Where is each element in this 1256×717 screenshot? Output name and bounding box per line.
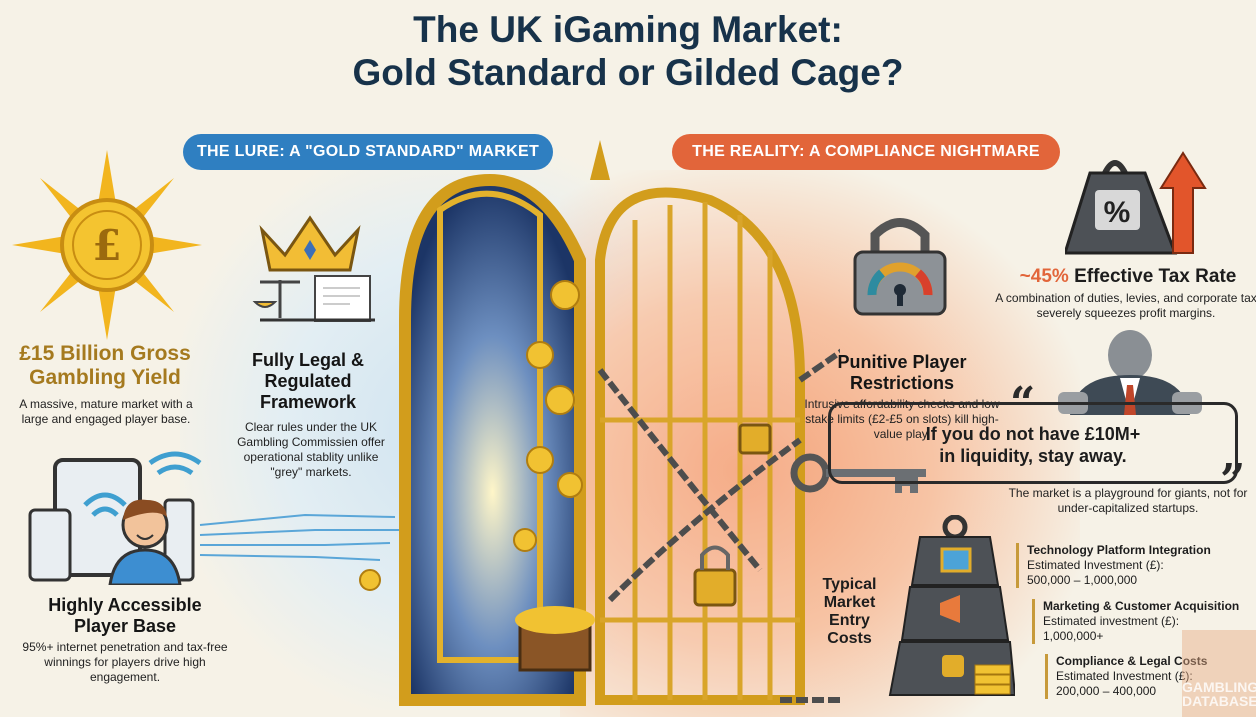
tax-desc: A combination of duties, levies, and cor… [995, 291, 1256, 320]
percent-symbol: % [1104, 196, 1131, 229]
page-title: The UK iGaming Market: Gold Standard or … [0, 8, 1256, 94]
cost-weight-stack-icon [888, 515, 1015, 696]
watermark-line-1: GAMBLING [1182, 679, 1256, 695]
pound-sun-icon: £ [12, 150, 202, 340]
svg-text:£: £ [92, 221, 121, 270]
lure-banner: THE LURE: A "GOLD STANDARD" MARKET [183, 134, 553, 170]
access-title-2: Player Base [73, 616, 177, 636]
legal-title-1: Fully Legal & [251, 350, 365, 370]
quote-line-1: If you do not have £10M+ [925, 424, 1141, 444]
tax-weight-icon: % [1065, 151, 1207, 255]
access-title: Highly Accessible Player Base [20, 595, 230, 637]
legal-title-3: Framework [259, 392, 357, 412]
yield-title-2: Gambling Yield [29, 366, 181, 389]
restrictions-title: Punitive Player Restrictions [822, 352, 982, 394]
reality-banner: THE REALITY: A COMPLIANCE NIGHTMARE [672, 134, 1060, 170]
legal-title-2: Regulated [264, 371, 352, 391]
tax-title-text: Effective Tax Rate [1074, 266, 1237, 287]
close-quote-icon: ” [1220, 455, 1246, 506]
costs-label: Typical Market Entry Costs [822, 576, 877, 647]
legal-desc: Clear rules under the UK Gambling Commis… [237, 420, 385, 479]
padlock-meter-icon [853, 218, 947, 316]
cost-item-technology: Technology Platform Integration Estimate… [1016, 543, 1211, 588]
restrictions-title-1: Punitive Player [837, 352, 967, 372]
watermark-line-2: DATABASES [1182, 693, 1256, 709]
watermark-logo: GAMBLING DATABASES [1182, 630, 1256, 717]
cost-name: Technology Platform Integration [1027, 543, 1211, 557]
restrictions-title-2: Restrictions [849, 373, 955, 393]
tax-percentage: ~45% [1019, 266, 1069, 287]
quote-line-2: in liquidity, stay away. [939, 446, 1127, 466]
access-desc: 95%+ internet penetration and tax-free w… [22, 640, 228, 684]
open-quote-icon: “ [1010, 378, 1036, 429]
yield-desc: A massive, mature market with a large an… [19, 397, 193, 426]
yield-title-1: £15 Billion Gross [19, 342, 191, 365]
legal-title: Fully Legal & Regulated Framework [238, 350, 378, 413]
tax-title: ~45% Effective Tax Rate [1000, 266, 1256, 288]
cost-name: Marketing & Customer Acquisition [1043, 599, 1240, 613]
access-title-1: Highly Accessible [48, 595, 202, 615]
title-line-2: Gold Standard or Gilded Cage? [352, 52, 904, 93]
crown-scale-icon [252, 215, 375, 322]
cost-value: 1,000,000+ [1043, 629, 1104, 643]
cost-estimate-label: Estimated Investment (£): [1027, 558, 1164, 572]
cost-value: 500,000 – 1,000,000 [1027, 573, 1138, 587]
cost-value: 200,000 – 400,000 [1056, 684, 1157, 698]
yield-title: £15 Billion Gross Gambling Yield [0, 342, 210, 390]
quote-caption: The market is a playground for giants, n… [1008, 486, 1248, 515]
devices-player-icon [28, 451, 400, 585]
cost-item-compliance: Compliance & Legal Costs Estimated Inves… [1045, 654, 1207, 699]
title-line-1: The UK iGaming Market: [413, 9, 843, 50]
quote-bubble: If you do not have £10M+ in liquidity, s… [828, 402, 1238, 484]
cost-item-marketing: Marketing & Customer Acquisition Estimat… [1032, 599, 1239, 644]
businessman-icon [1058, 330, 1202, 415]
cost-estimate-label: Estimated investment (£): [1043, 614, 1180, 628]
cost-estimate-label: Estimated Investment (£): [1056, 669, 1193, 683]
gilded-cage-illustration [359, 140, 840, 706]
cost-name: Compliance & Legal Costs [1056, 654, 1208, 668]
